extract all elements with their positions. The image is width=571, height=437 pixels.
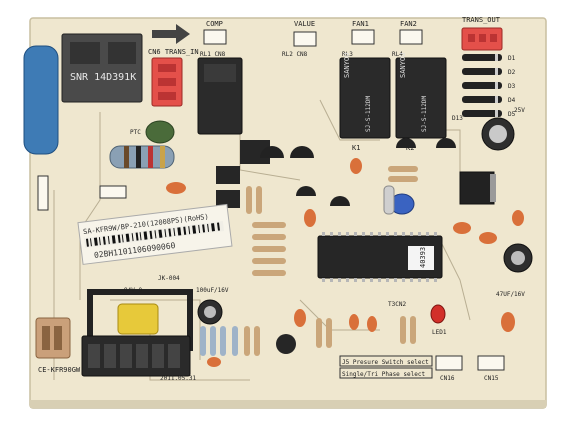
cn15-connector (477, 355, 505, 371)
model-sticker: SA-KFR9W/BP-210(12008PS)(RoHS) 02BH11011… (77, 203, 233, 265)
valve-connector (293, 31, 317, 47)
varistor-text: SNR 14D391K (70, 72, 136, 83)
k1-label: K1 (352, 144, 360, 152)
svg-text:SANYOU: SANYOU (343, 53, 351, 78)
comp-label: COMP (206, 20, 223, 28)
cn6-label: CN6 TRANS_IN (148, 48, 199, 56)
d3-label: D3 (508, 83, 516, 90)
svg-text:SJ-S-112DM: SJ-S-112DM (365, 95, 372, 132)
valve-label: VALUE (294, 20, 315, 28)
comp-connector (203, 29, 227, 45)
x2-capacitor (23, 45, 59, 155)
optocoupler-2 (216, 190, 240, 208)
transistor-4 (396, 138, 416, 148)
d4-label: D4 (508, 97, 516, 104)
rl1-label: RL1 CN8 (200, 51, 226, 58)
t3cn2-label: T3CN2 (388, 301, 406, 308)
left-header (37, 175, 49, 211)
trans-out-label: TRANS_OUT (462, 16, 501, 24)
left-small-connector (99, 185, 127, 199)
code-bottom-label: CE-KFR90GW (38, 366, 81, 374)
crystal (383, 185, 395, 215)
fan2-connector (399, 29, 423, 45)
svg-text:SJ-S-112DM: SJ-S-112DM (421, 95, 428, 132)
pressure-switch-box (339, 355, 433, 367)
cn16-connector (435, 355, 463, 371)
rl4-label: RL4 (392, 51, 403, 58)
relay-2: SANYOU SJ-S-112DM (395, 53, 447, 139)
d1-label: D1 (508, 55, 516, 62)
buzzer (276, 334, 296, 354)
led-red (430, 304, 446, 324)
transistor-6 (296, 186, 316, 196)
chip-sticker (408, 246, 434, 270)
transistor-2 (290, 146, 314, 158)
d13-label: D13 (452, 115, 463, 122)
transistor-5 (436, 138, 456, 148)
rl2-label: RL2 CN8 (282, 51, 308, 58)
side-connector (35, 317, 71, 359)
cap-100-label: 100uF/16V (196, 287, 229, 294)
voltage-regulator (459, 171, 495, 205)
transformer-bobbin (117, 303, 159, 335)
chip-sticker-text: 40393 (419, 247, 427, 268)
d2-label: D2 (508, 69, 516, 76)
fan2-label: FAN2 (400, 20, 417, 28)
rl3-label: RL3 (342, 51, 353, 58)
d5-label: D5 (508, 111, 516, 118)
r25v-label: 25V (514, 107, 525, 114)
cap-spec-label: 47UF/16V (496, 291, 525, 298)
pcb-board-shade (30, 400, 546, 408)
arrow-icon (152, 24, 190, 44)
fan1-connector (351, 29, 375, 45)
date-label: 2011.05.31 (160, 375, 197, 382)
ceramic-capacitors (166, 158, 524, 367)
jk-label: JK-004 (158, 275, 180, 282)
pressure-switch-text: J5 Presure Switch select (342, 359, 429, 366)
phase-select-text: Single/Tri Phase select (342, 371, 425, 378)
led-label: LED1 (432, 329, 447, 336)
rating-label: 94V-0 (124, 287, 142, 294)
cn15-label: CN15 (484, 375, 499, 382)
relay-1: SANYOU SJ-S-112DM (339, 53, 391, 139)
transistor-3 (330, 196, 350, 206)
ptc-label: PTC (130, 129, 141, 136)
diode-array (462, 54, 502, 117)
phase-select-box (339, 367, 433, 379)
svg-text:SANYOU: SANYOU (399, 53, 407, 78)
ptc-thermistor (145, 120, 175, 144)
transistor-1 (260, 146, 284, 158)
optocoupler-1 (216, 166, 240, 184)
small-resistors (200, 166, 418, 356)
cn16-label: CN16 (440, 375, 455, 382)
fan1-label: FAN1 (352, 20, 369, 28)
